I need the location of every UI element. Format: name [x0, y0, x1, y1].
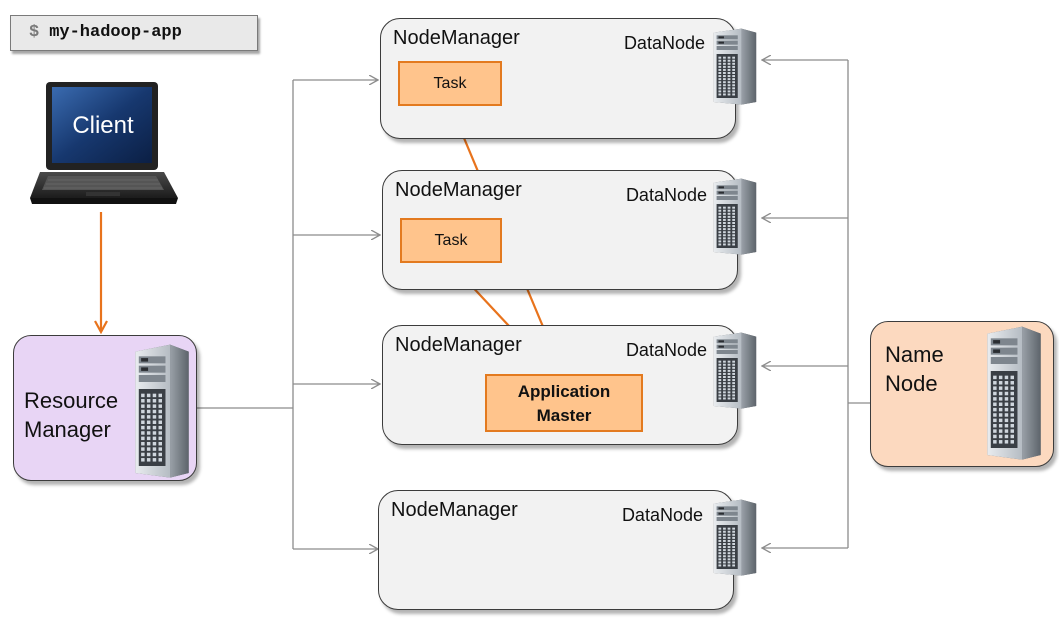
rm-to-nodemanager-lines — [197, 80, 380, 549]
server-tower-icon — [713, 28, 757, 105]
datanode-label: DataNode — [625, 185, 707, 205]
resource-manager-line1: Resource — [24, 388, 119, 413]
datanode-label: DataNode — [621, 505, 703, 525]
resource-manager-label: Resource Manager — [24, 386, 118, 444]
task-box-2: Task — [400, 218, 502, 263]
name-node-line1: Name — [885, 342, 944, 367]
command-line-box: $ my-hadoop-app — [10, 15, 258, 51]
command-text: my-hadoop-app — [49, 23, 182, 42]
datanode-label: DataNode — [625, 340, 707, 360]
nodemanager-label: NodeManager — [393, 27, 520, 49]
nodemanager-label: NodeManager — [395, 179, 522, 201]
laptop-icon — [30, 82, 178, 204]
server-tower-icon — [987, 326, 1041, 460]
server-tower-icon — [713, 499, 757, 576]
name-node-line2: Node — [885, 371, 938, 396]
server-tower-icon — [135, 344, 189, 478]
application-master-line2: Master — [536, 406, 592, 425]
resource-manager-line2: Manager — [24, 417, 111, 442]
application-master-line1: Application — [517, 382, 611, 401]
client-label: Client — [72, 112, 134, 139]
server-tower-icon — [713, 178, 757, 255]
node-box-4: NodeManager DataNode — [378, 490, 734, 610]
server-tower-icon — [713, 332, 757, 409]
namenode-to-datanode-lines — [762, 60, 870, 548]
name-node-label: Name Node — [885, 340, 944, 398]
nodemanager-label: NodeManager — [395, 334, 522, 356]
application-master-box: Application Master — [485, 374, 643, 432]
task-box-1: Task — [398, 61, 502, 106]
shell-prompt: $ — [29, 23, 40, 42]
nodemanager-label: NodeManager — [391, 499, 518, 521]
datanode-label: DataNode — [623, 33, 705, 53]
